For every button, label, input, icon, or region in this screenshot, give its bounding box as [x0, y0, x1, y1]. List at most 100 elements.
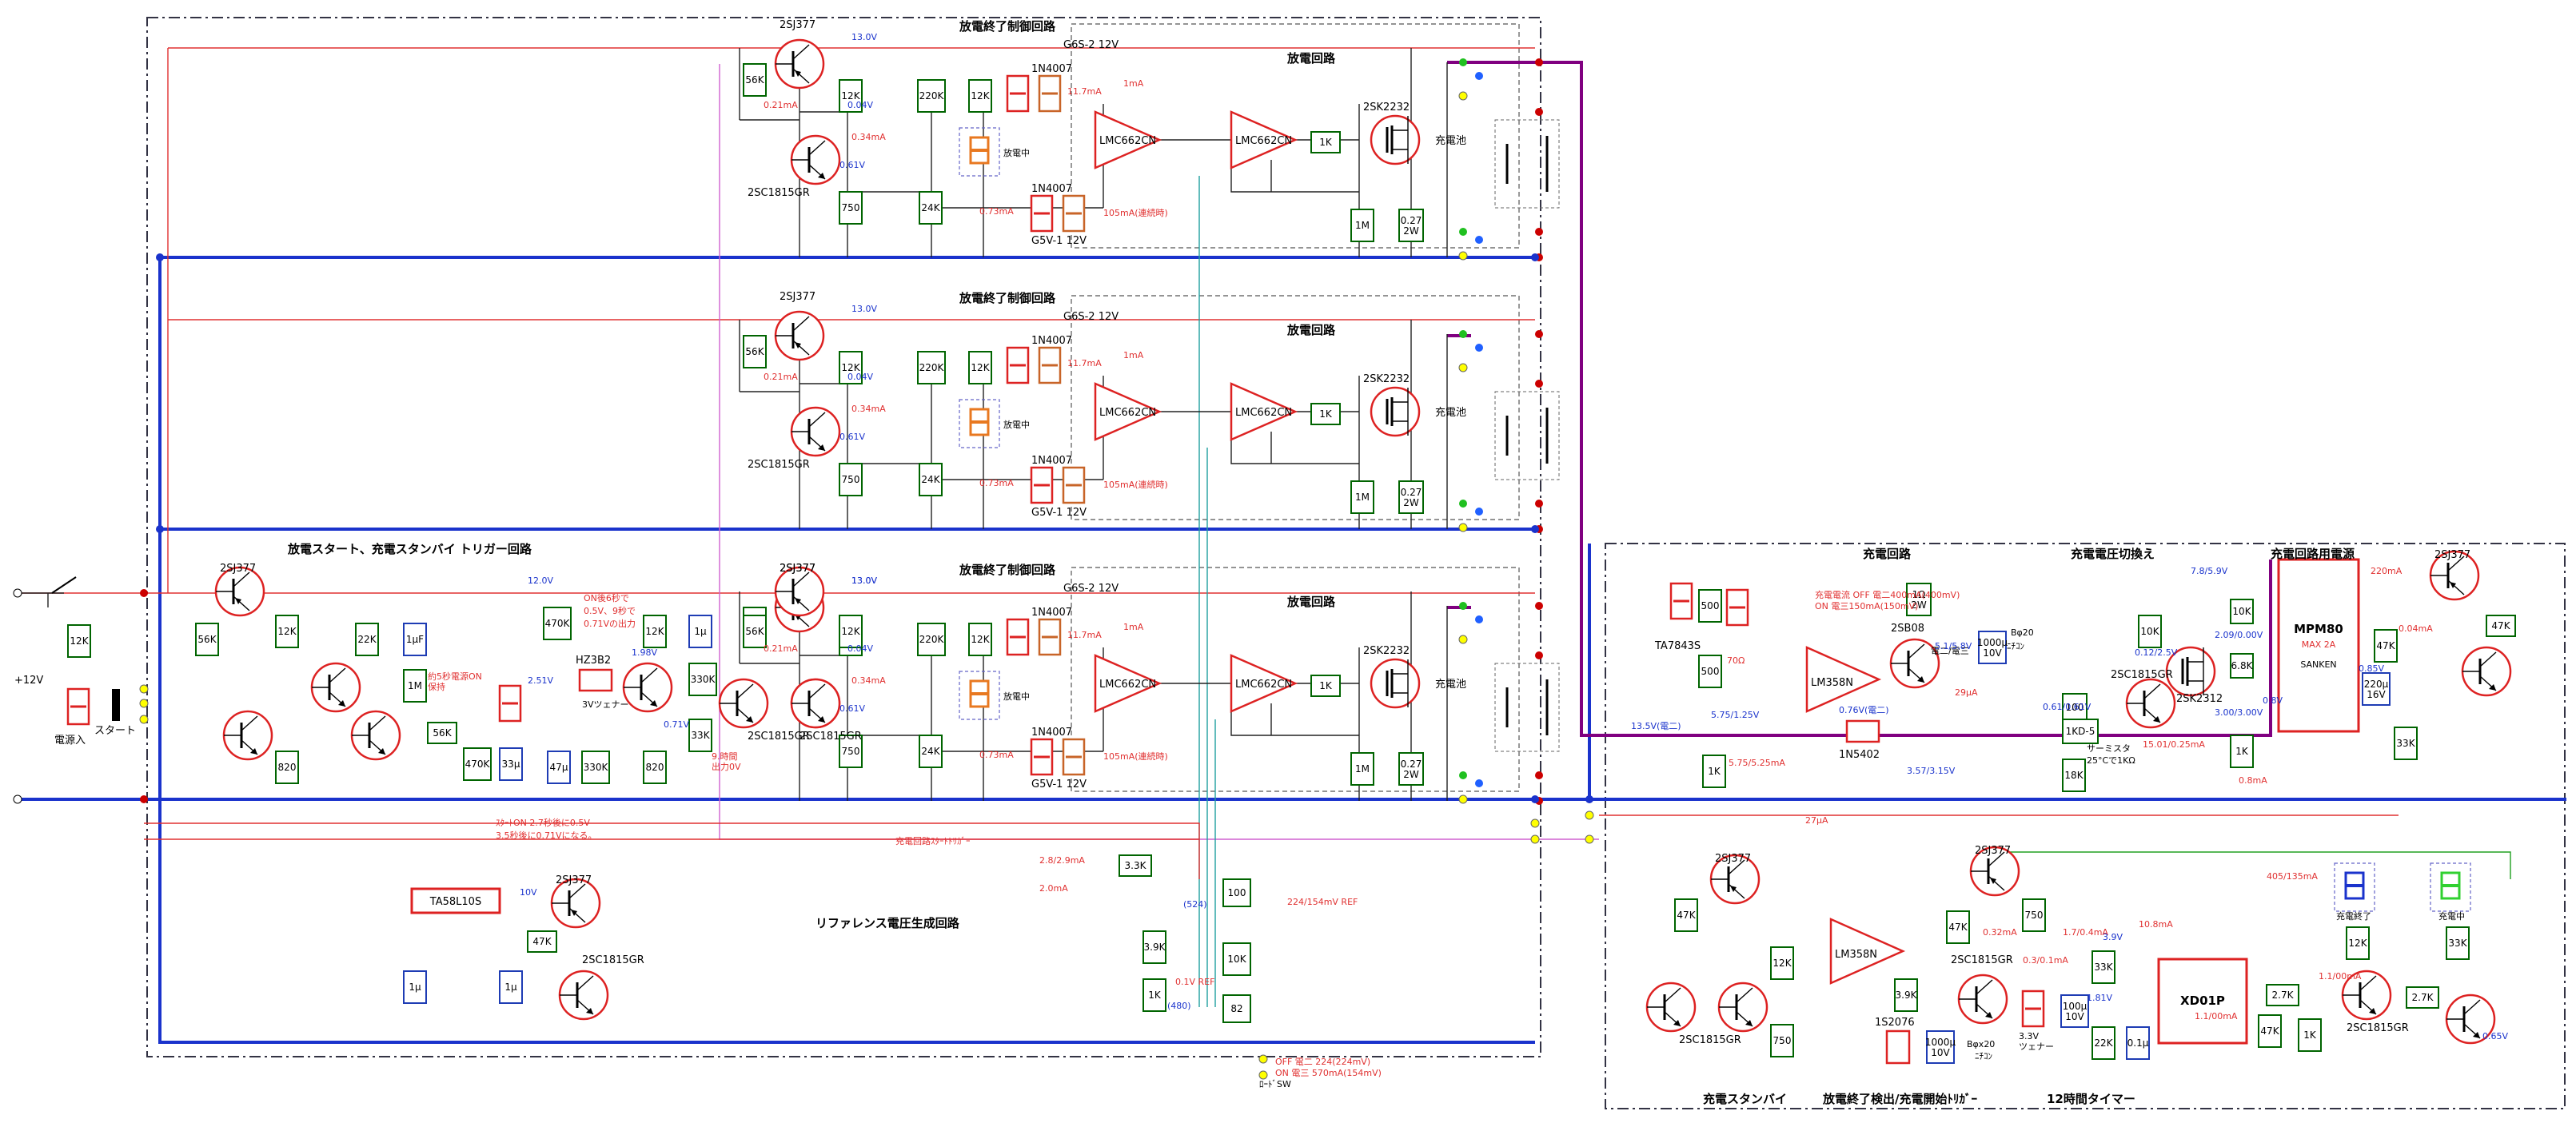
start-c47u-value: 47μ	[550, 762, 568, 773]
mpm80-max: MAX 2A	[2302, 639, 2336, 650]
block2-r12k-b: 12K	[968, 351, 992, 384]
junction-dot	[1535, 330, 1543, 338]
charge-v15: 15.01/0.25mA	[2143, 739, 2205, 750]
block2-v061: 0.61V	[839, 432, 865, 442]
timer-r750: 750	[2022, 898, 2046, 932]
charge-r18k-value: 18K	[2064, 770, 2084, 781]
timer-v181: 1.81V	[2087, 993, 2112, 1003]
start-switch[interactable]	[112, 689, 120, 721]
block3-relay-g5v-b	[1062, 738, 1086, 776]
block3-2sk-label: 2SK2232	[1363, 645, 1410, 657]
block2-2sc1815	[790, 406, 841, 457]
input-terminal-pos	[13, 588, 22, 598]
thermistor-temp: 25°Cで1KΩ	[2087, 755, 2135, 766]
terminal-dot	[1459, 228, 1467, 236]
detect-1s2076-label: 1S2076	[1875, 1017, 1915, 1029]
standby-2sj377	[1709, 854, 1761, 905]
load-sw-label: ﾛｰﾄﾞSW	[1259, 1079, 1291, 1089]
block2-2sc1815-label: 2SC1815GR	[748, 459, 810, 471]
block3-r220k-value: 220K	[919, 634, 945, 645]
terminal-dot	[1258, 1054, 1268, 1064]
start-r56k-b-value: 56K	[433, 727, 452, 739]
junction-dot	[1535, 500, 1543, 508]
charge-nichicon: ﾆﾁｺﾝ	[2007, 641, 2024, 651]
terminal-dot	[1459, 602, 1467, 610]
v12-label: +12V	[14, 675, 43, 687]
block2-g6s-label: G6S-2 12V	[1063, 311, 1119, 323]
block2-wire	[1270, 320, 1448, 529]
block1-ma1: 1mA	[1123, 78, 1144, 89]
start-relay	[498, 684, 522, 723]
power-r47k-b: 47K	[2486, 615, 2516, 637]
terminal-dot	[1530, 834, 1540, 844]
terminal-dot	[139, 699, 149, 708]
timer-ma405: 405/135mA	[2267, 871, 2318, 882]
timer-v39: 3.9V	[2103, 932, 2123, 942]
block2-ma1: 1mA	[1123, 350, 1144, 360]
terminal-dot	[1459, 500, 1467, 508]
block2-relay-g5v	[1030, 466, 1054, 504]
block1-r1m-value: 1M	[1355, 220, 1370, 231]
terminal-dot	[1459, 330, 1467, 338]
start-c1uf-value: 1μF	[406, 634, 424, 645]
detect-2sj377-label: 2SJ377	[1975, 845, 2011, 857]
ref-r3k3: 3.3K	[1119, 854, 1152, 877]
charge-r500-b: 500	[1698, 655, 1722, 688]
block1-ma117: 11.7mA	[1067, 86, 1102, 97]
ref-r82: 82	[1222, 994, 1251, 1023]
block3-wire	[1270, 591, 1448, 801]
block1-v13: 13.0V	[851, 32, 877, 42]
block1-relay-g5v-b	[1062, 194, 1086, 233]
block2-2sk2232	[1370, 386, 1421, 437]
detect-nichicon: ﾆﾁｺﾝ	[1975, 1051, 1992, 1061]
timer-v17: 1.7/0.4mA	[2063, 927, 2108, 938]
power-switch[interactable]	[51, 576, 77, 594]
block1-ma105: 105mA(連続時)	[1103, 207, 1168, 218]
block3-1n4007-b: 1N4007	[1031, 727, 1072, 739]
block1-r12k-b: 12K	[968, 79, 992, 113]
ref-r82-value: 82	[1230, 1003, 1242, 1014]
block1-battery-label: 充電池	[1435, 134, 1466, 147]
block1-r12k: 12K	[839, 79, 863, 113]
detect-r47k-value: 47K	[1948, 922, 1968, 933]
junction-dot	[156, 253, 164, 261]
ref-2sc1815	[558, 970, 609, 1021]
start-label: スタート	[94, 725, 136, 737]
power-r47k-b-value: 47K	[2491, 620, 2510, 631]
rail-12v-branches	[168, 47, 1535, 321]
terminal-dot	[1459, 771, 1467, 779]
charge-2sk2312	[2165, 646, 2216, 697]
charge-r1k: 1K	[1702, 755, 1726, 788]
ref-r47k-value: 47K	[532, 936, 552, 947]
block2-r12k-b-value: 12K	[971, 362, 990, 373]
block1-r56k-value: 56K	[745, 74, 764, 86]
block3-r1k: 1K	[1310, 675, 1341, 697]
block3-ma105: 105mA(連続時)	[1103, 751, 1168, 762]
block1-lmc-b-label: LMC662CN	[1235, 135, 1292, 147]
timer-r33k: 33K	[2092, 950, 2115, 984]
start-r470k-b-value: 470K	[545, 618, 571, 629]
ta58-label: TA58L10S	[429, 896, 481, 908]
junction-dot	[1535, 651, 1543, 659]
block1-g5v-label: G5V-1 12V	[1031, 235, 1087, 247]
charge-r100b-value: 100	[2066, 702, 2084, 713]
block3-r1k-value: 1K	[1319, 680, 1333, 691]
block1-v04: 0.04V	[847, 100, 873, 110]
block2-r1k-value: 1K	[1319, 408, 1333, 420]
block3-ma034: 0.34mA	[851, 675, 886, 686]
standby-2sc1815-b	[1717, 982, 1769, 1033]
block2-r220k: 220K	[917, 351, 946, 384]
block1-2sk-label: 2SK2232	[1363, 102, 1410, 113]
block3-wire	[740, 655, 1103, 752]
junction-dot	[1585, 795, 1593, 803]
block2-v04: 0.04V	[847, 372, 873, 382]
timer-r2k7: 2.7K	[2266, 984, 2299, 1006]
rail-charge-output	[1599, 560, 2272, 737]
charge-r68k: 6.8K	[2230, 653, 2254, 679]
